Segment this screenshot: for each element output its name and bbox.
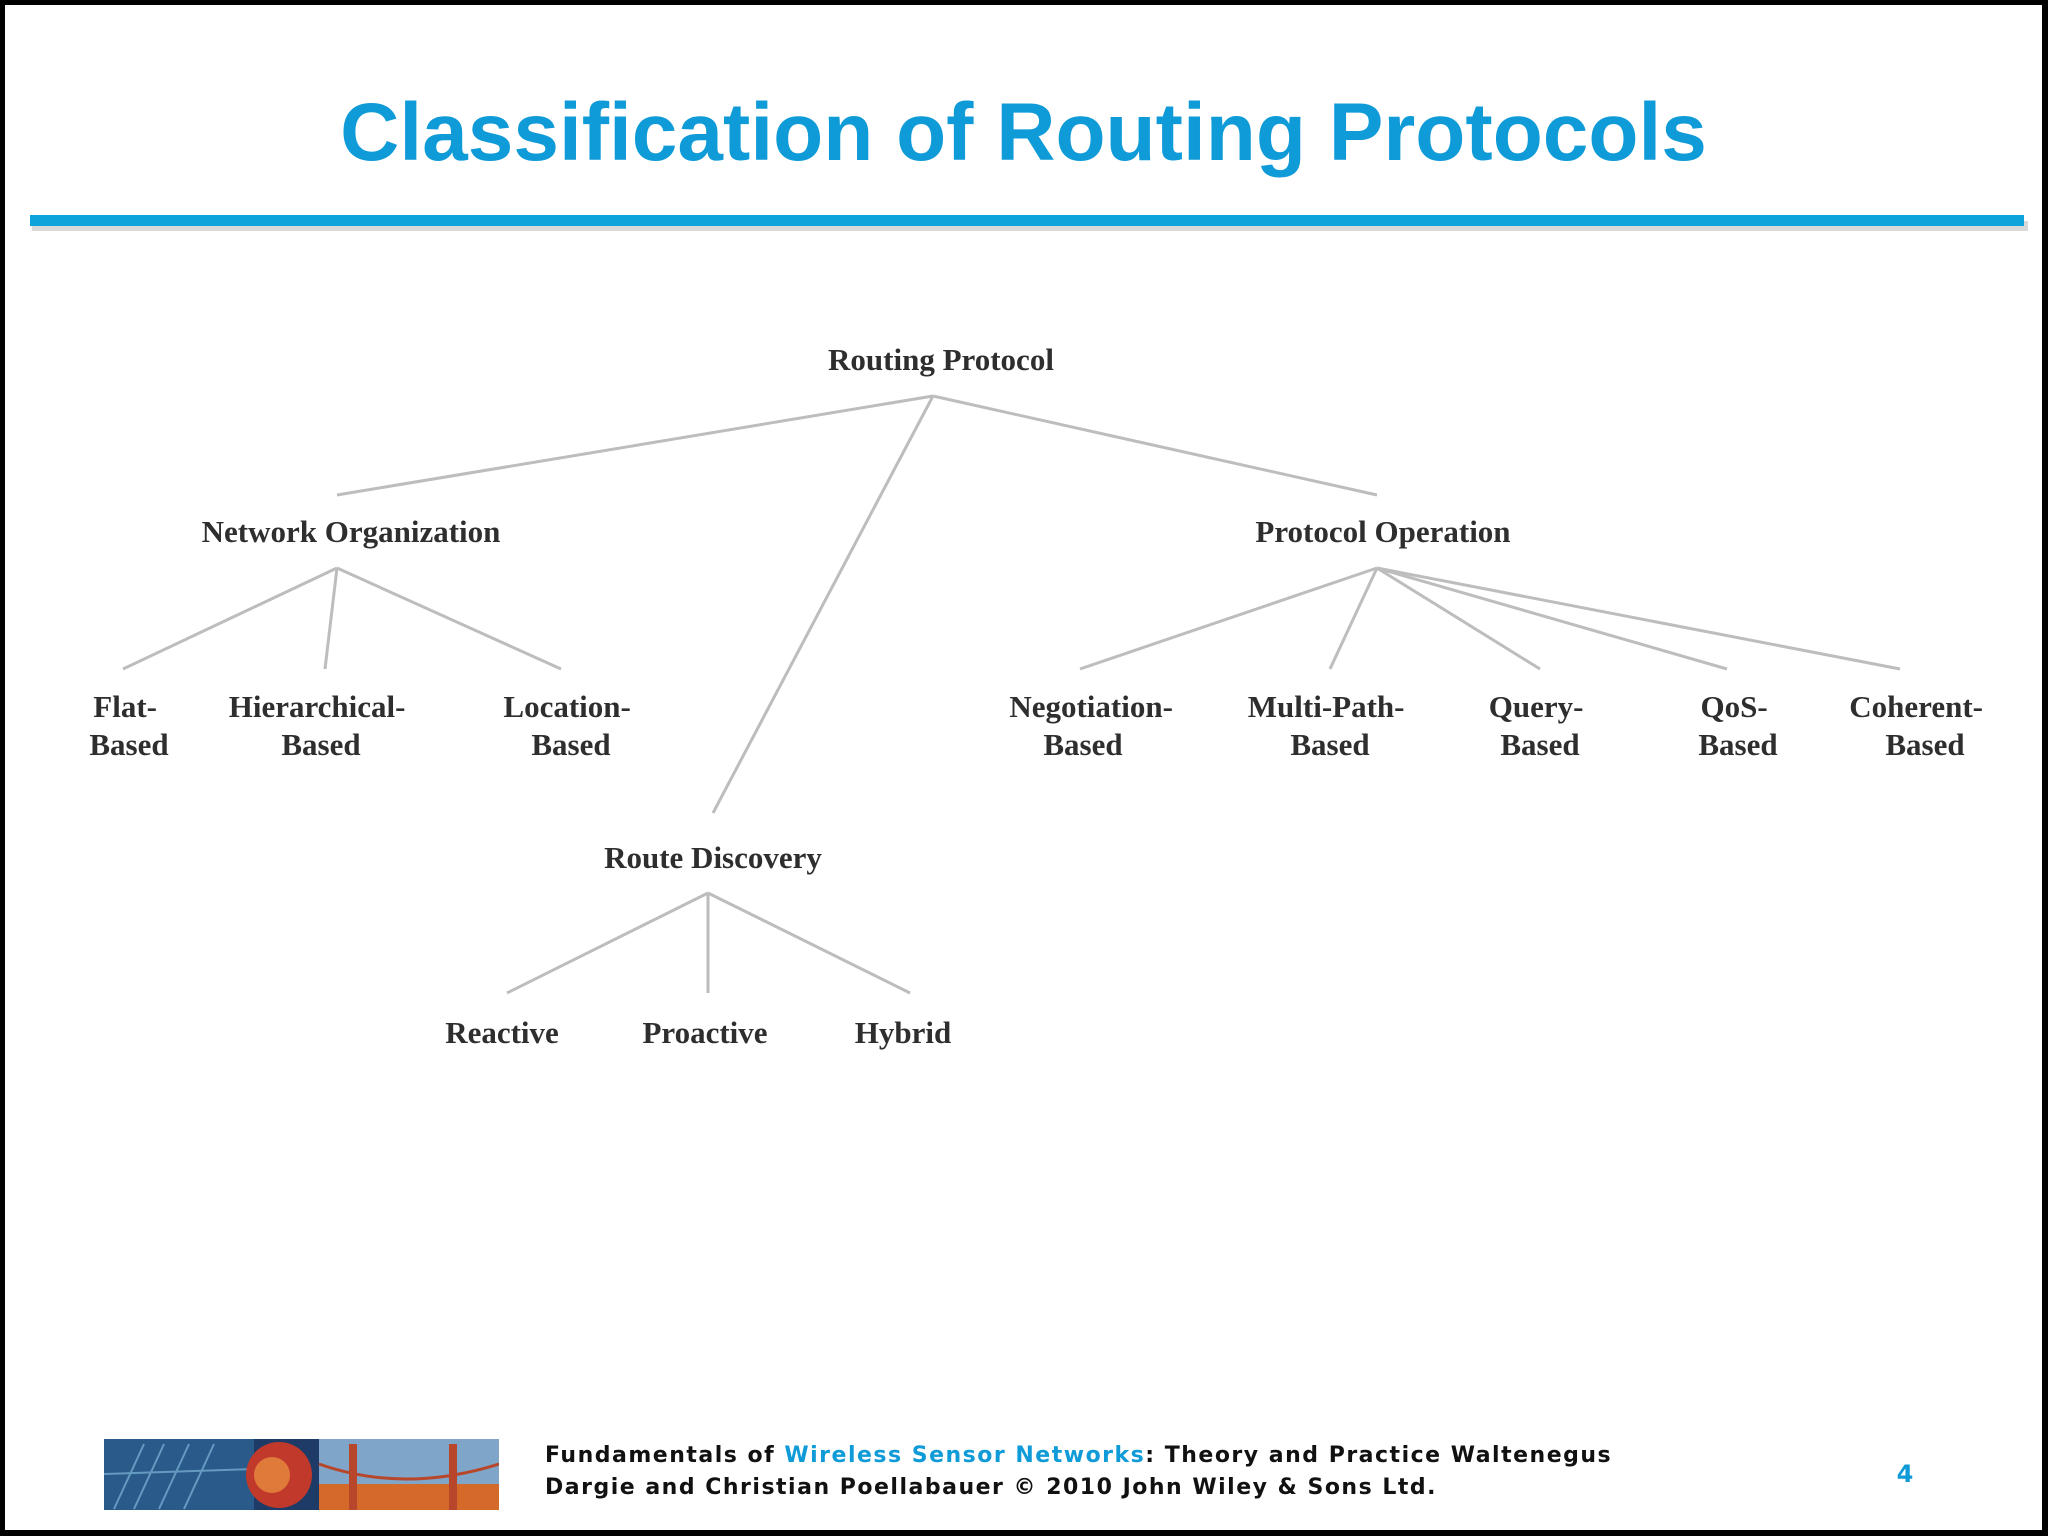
node-negotiation-based: Negotiation- Based [1009,689,1180,762]
node-coherent-based: Coherent- Based [1849,689,1990,762]
connector-protocol-coherent [1376,566,1901,671]
connector-protocol-multipath [1328,567,1379,670]
footer-citation: Fundamentals of Wireless Sensor Networks… [545,1443,1613,1500]
connector-discovery-hybrid [707,891,911,995]
node-location-based: Location- Based [503,689,638,762]
node-proactive: Proactive [642,1015,767,1050]
connector-root-network [336,394,934,497]
slide: Classification of Routing Protocols Rout… [5,5,2042,1530]
connector-protocol-query [1376,566,1541,671]
connector-root-discovery [711,395,935,814]
node-multi-path-based: Multi-Path- Based [1248,689,1412,762]
node-flat-based: Flat- Based [89,689,168,762]
node-qos-based: QoS- Based [1698,689,1777,762]
node-hierarchical-based: Hierarchical- Based [229,689,414,762]
connector-root-protocol [932,394,1378,497]
node-route-discovery: Route Discovery [604,840,822,875]
title-rule [30,215,2024,226]
connector-protocol-negotiation [1079,566,1378,671]
node-network-organization: Network Organization [202,514,501,549]
routing-protocol-tree: Routing Protocol Network Organization Pr… [89,342,1990,1050]
footer-book-title-accent: Wireless Sensor Networks [784,1443,1146,1468]
node-hybrid: Hybrid [855,1015,951,1050]
footer-banner-image [104,1439,499,1510]
title-rule-shadow [32,221,2028,231]
connector-network-flat [122,566,338,671]
connector-discovery-reactive [506,891,709,995]
node-query-based: Query- Based [1489,689,1591,762]
node-protocol-operation: Protocol Operation [1255,514,1510,549]
node-reactive: Reactive [445,1015,559,1050]
connector-protocol-qos [1376,566,1728,671]
node-routing-protocol: Routing Protocol [828,342,1054,377]
slide-title: Classification of Routing Protocols [340,87,1707,178]
connector-network-location [336,566,562,671]
page-number: 4 [1896,1460,1914,1488]
connector-network-hierarchical [323,567,339,670]
